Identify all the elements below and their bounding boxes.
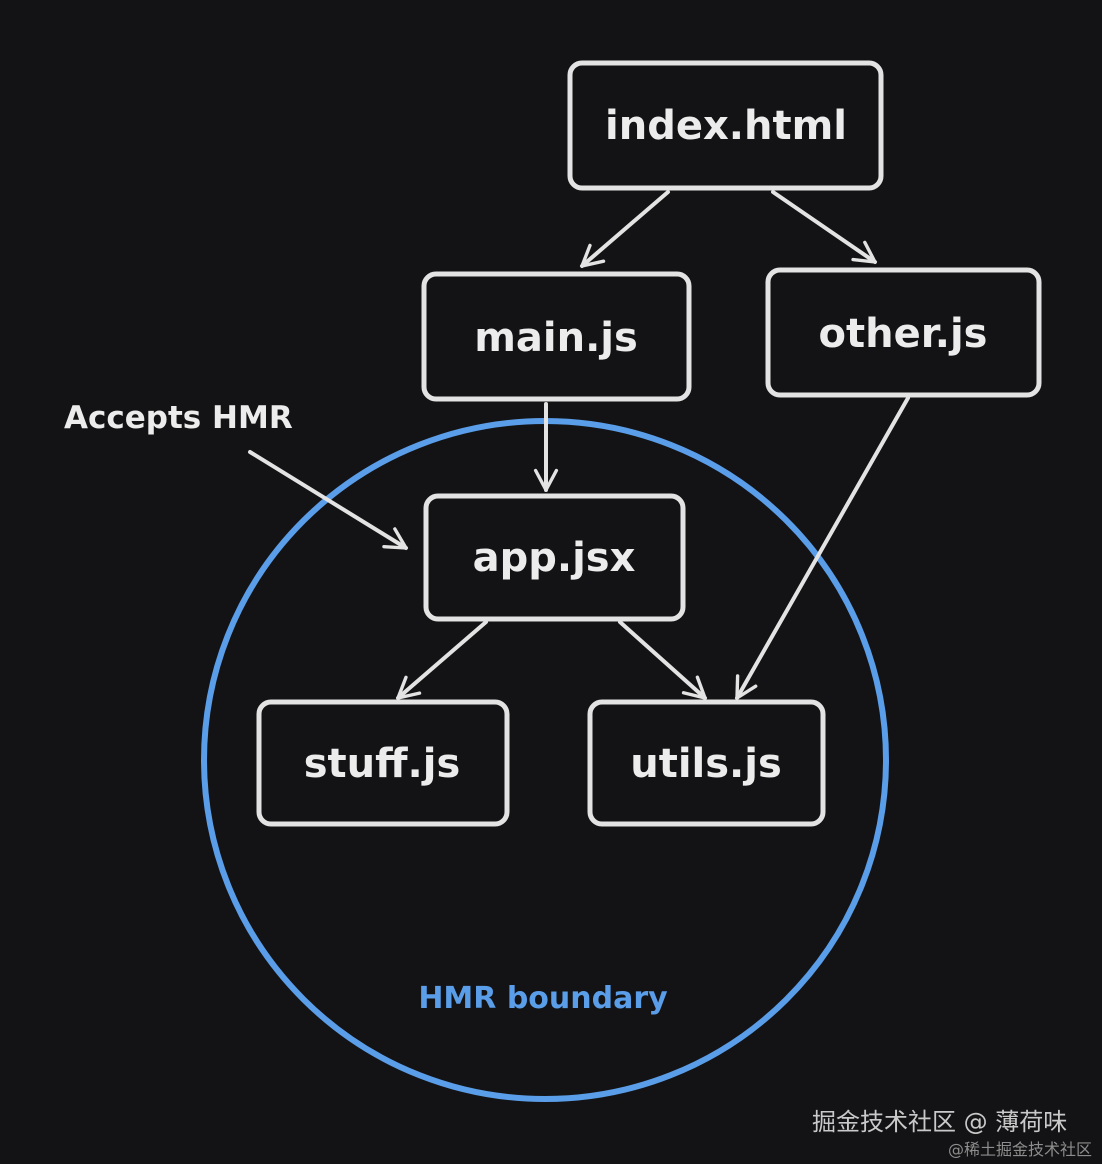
edge-other-to-utils <box>735 396 910 700</box>
edge-app-to-utils <box>618 620 707 700</box>
hmr-boundary-label: HMR boundary <box>418 981 668 1016</box>
edge-index-to-other <box>771 190 877 264</box>
node-other-js: other.js <box>765 267 1042 398</box>
node-utils-js: utils.js <box>587 699 826 827</box>
watermark-sub: @稀土掘金技术社区 <box>947 1140 1092 1159</box>
node-stuff-js-label: stuff.js <box>304 741 461 787</box>
node-stuff-js: stuff.js <box>256 699 510 827</box>
node-index-html-label: index.html <box>605 103 847 149</box>
node-other-js-label: other.js <box>819 311 988 357</box>
edge-app-to-stuff <box>396 620 488 700</box>
accepts-hmr-label: Accepts HMR <box>64 400 293 436</box>
node-utils-js-label: utils.js <box>630 741 782 787</box>
node-main-js: main.js <box>421 271 692 402</box>
node-index-html: index.html <box>567 60 884 191</box>
edge-index-to-main <box>580 190 670 268</box>
node-app-jsx: app.jsx <box>423 493 686 622</box>
watermark-main: 掘金技术社区 @ 薄荷味 <box>812 1108 1068 1136</box>
node-main-js-label: main.js <box>474 315 638 361</box>
accepts-hmr-arrow <box>248 450 408 550</box>
node-app-jsx-label: app.jsx <box>473 535 636 581</box>
